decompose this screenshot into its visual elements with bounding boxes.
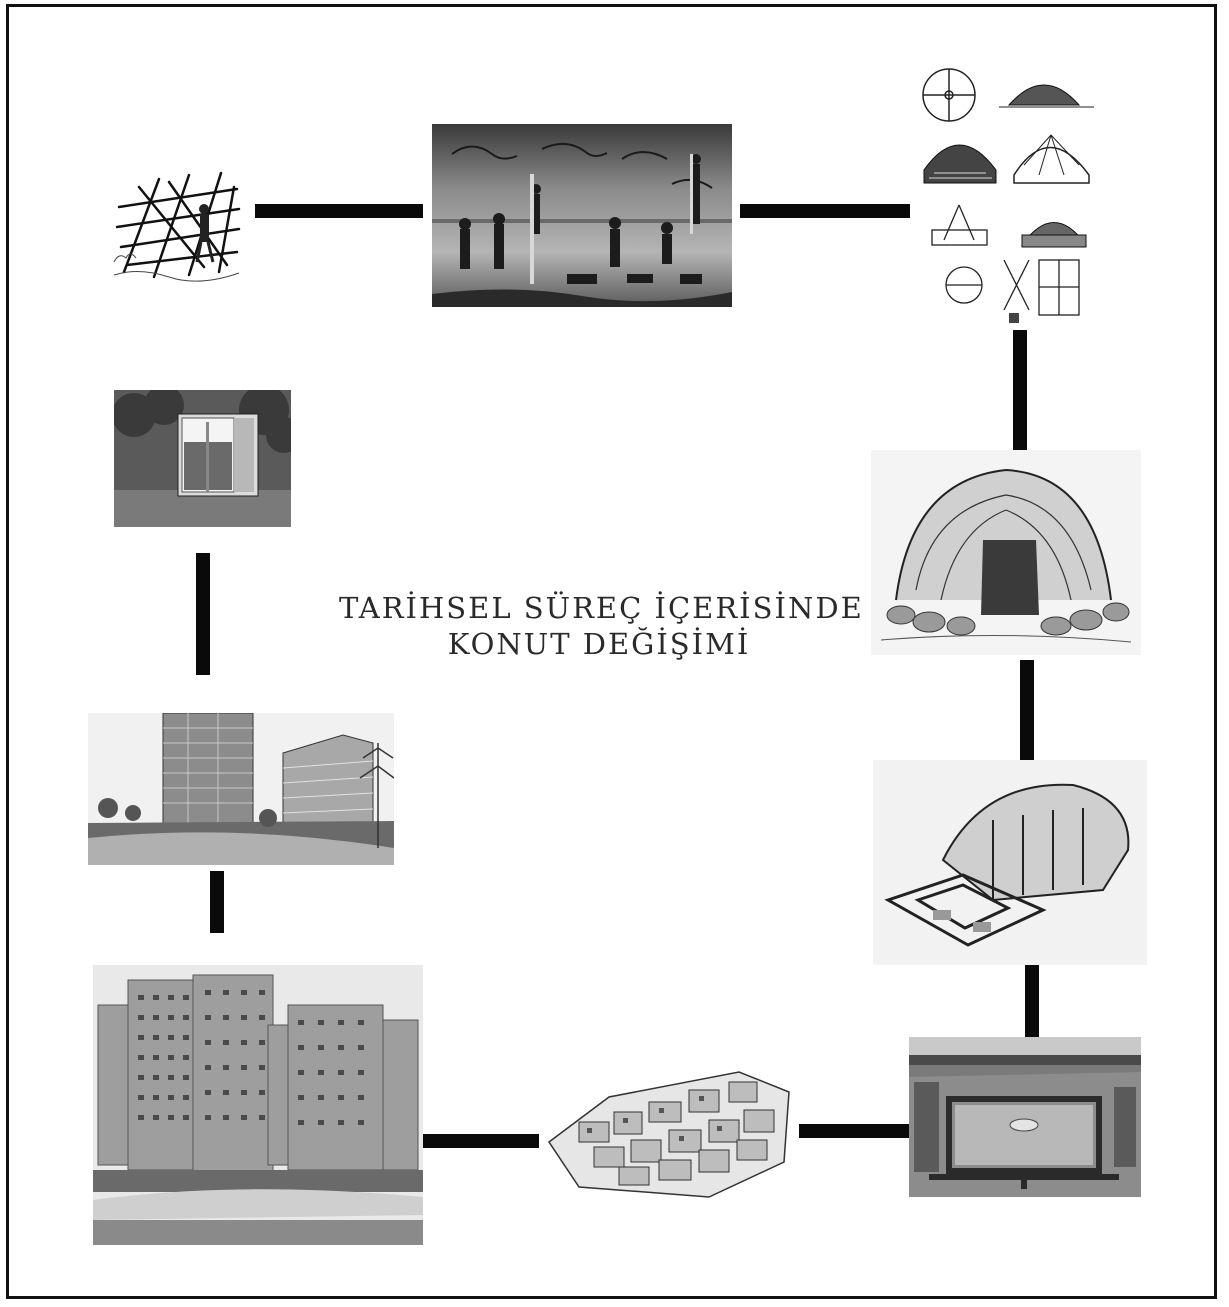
connector-cave-to-yurt: [740, 204, 910, 218]
apartment-blocks-photo: [93, 965, 423, 1245]
primitive-shelter-illustration: [109, 167, 249, 282]
village-settlement-illustration: [539, 1052, 799, 1207]
title-line-2: KONUT DEĞİŞİMİ: [447, 627, 751, 661]
connector-hut-to-pithouse: [1020, 660, 1034, 760]
connector-modern-towers-to-cube-house: [196, 553, 210, 675]
diagram-frame: TARİHSEL SÜREÇ İÇERİSİNDE KONUT DEĞİŞİMİ: [6, 4, 1217, 1299]
connector-village-to-apartments: [423, 1134, 539, 1148]
yurt-drawings-illustration: [914, 65, 1099, 328]
connector-pithouse-to-excavation: [1025, 965, 1039, 1037]
cube-house-photo: [114, 390, 291, 527]
excavation-site-photo: [909, 1037, 1141, 1197]
title-line-1: TARİHSEL SÜREÇ İÇERİSİNDE: [339, 591, 864, 625]
connector-yurt-to-hut: [1013, 330, 1027, 450]
connector-excavation-to-village: [798, 1124, 912, 1138]
connector-shelter-to-cave: [255, 204, 423, 218]
pit-house-illustration: [873, 760, 1147, 965]
domed-hut-illustration: [871, 450, 1141, 655]
diagram-title: TARİHSEL SÜREÇ İÇERİSİNDE KONUT DEĞİŞİMİ: [339, 590, 864, 662]
connector-apartments-to-modern-towers: [210, 871, 224, 933]
modern-towers-rendering: [88, 713, 394, 865]
cave-painting-illustration: [432, 124, 732, 307]
